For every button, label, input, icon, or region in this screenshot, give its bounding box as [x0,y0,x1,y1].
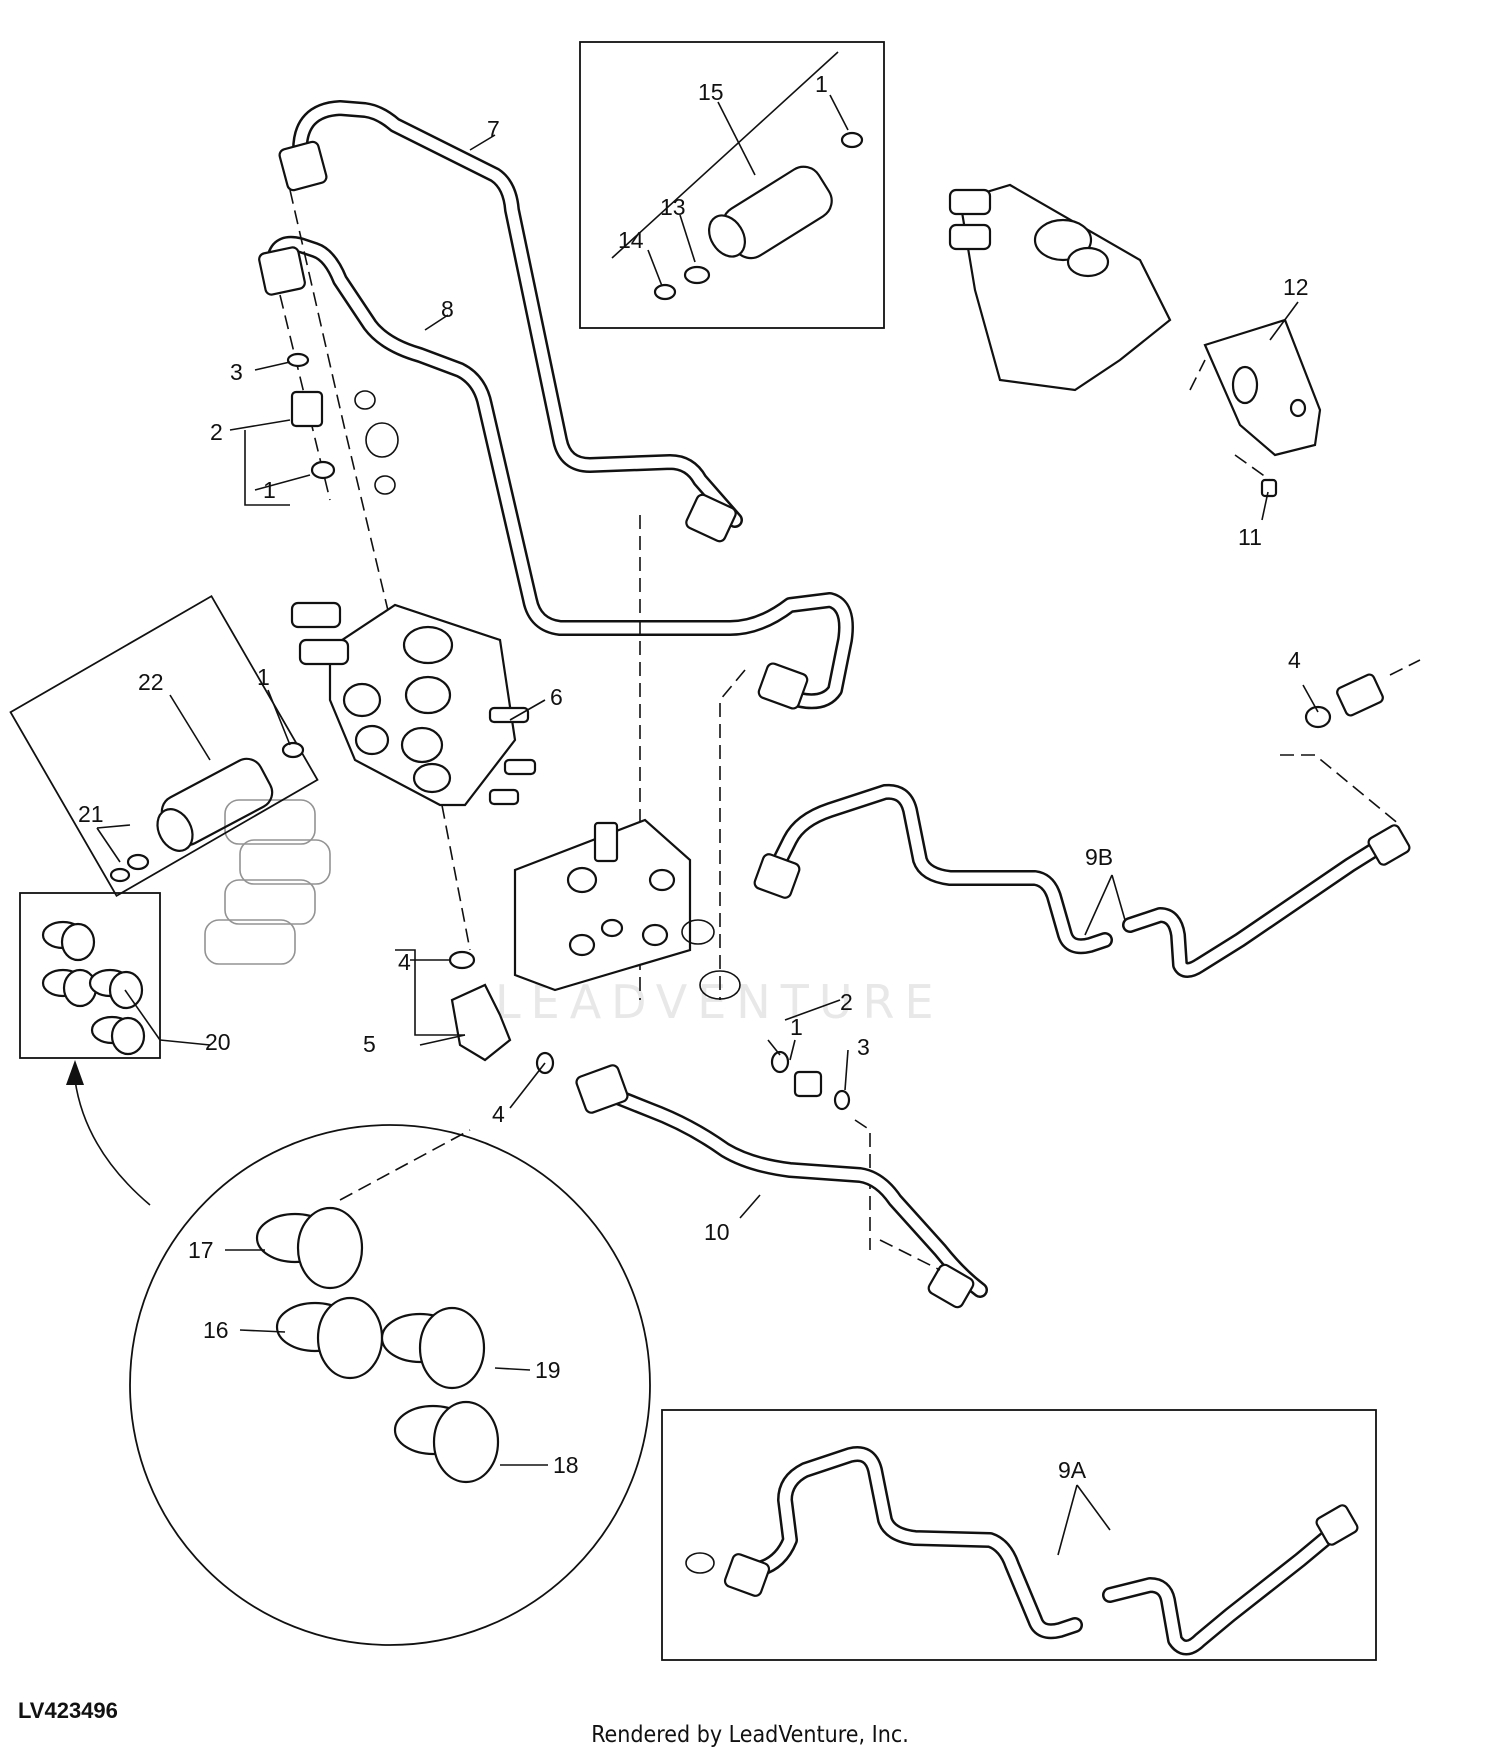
coupler-22 [109,741,305,883]
callout-11: 11 [1238,524,1262,550]
elbow-fitting-5 [448,950,555,1075]
tube-9a [685,1446,1359,1656]
dust-cap-box-20 [19,892,161,1059]
fitting-4-right [1304,673,1384,729]
callout-2: 2 [210,419,223,445]
callout-2: 2 [840,989,853,1015]
callout-16: 16 [203,1317,229,1343]
fitting-group-lower [770,1050,851,1111]
callout-7: 7 [487,116,500,142]
callout-8: 8 [441,296,454,322]
callout-12: 12 [1283,274,1309,300]
tube-8 [258,235,854,710]
callout-5: 5 [363,1031,376,1057]
valve-body-top-right [948,183,1172,392]
callout-4: 4 [398,949,411,975]
dust-caps-small [41,920,146,1056]
coupler-15 [653,131,864,301]
callout-14: 14 [618,227,644,253]
callout-19: 19 [535,1357,561,1383]
callout-15: 15 [698,79,724,105]
callout-18: 18 [553,1452,579,1478]
callout-3: 3 [857,1034,870,1060]
bracket-12 [1203,318,1322,498]
callout-9b: 9B [1085,844,1113,870]
diagram-id-label: LV423496 [18,1698,118,1723]
callout-1: 1 [815,71,828,97]
inset-box-coupler [579,41,885,329]
fitting-group-upper [286,352,399,495]
callout-17: 17 [188,1237,214,1263]
tube-10 [575,1064,988,1309]
dust-caps-large [255,1206,500,1484]
callout-1: 1 [257,664,270,690]
callout-1: 1 [790,1014,803,1040]
tube-7 [278,100,743,543]
render-credit: Rendered by LeadVenture, Inc. [591,1722,909,1748]
callout-3: 3 [230,359,243,385]
inset-box-9a [661,1409,1377,1661]
manifold-block [513,818,741,1000]
coupler-ghosts [204,799,331,965]
callout-6: 6 [550,684,563,710]
callout-9a: 9A [1058,1457,1087,1483]
callout-13: 13 [660,194,686,220]
arrow-head-icon [66,1060,84,1085]
callout-4: 4 [492,1101,505,1127]
callout-22: 22 [138,669,164,695]
control-valve-6 [290,601,537,807]
callout-4: 4 [1288,647,1301,673]
detail-circle [129,1124,651,1646]
callout-1: 1 [263,477,276,503]
inset-box-22 [9,594,319,898]
callout-10: 10 [704,1219,730,1245]
callout-21: 21 [78,801,104,827]
tube-9b [753,783,1411,978]
callout-20: 20 [205,1029,231,1055]
